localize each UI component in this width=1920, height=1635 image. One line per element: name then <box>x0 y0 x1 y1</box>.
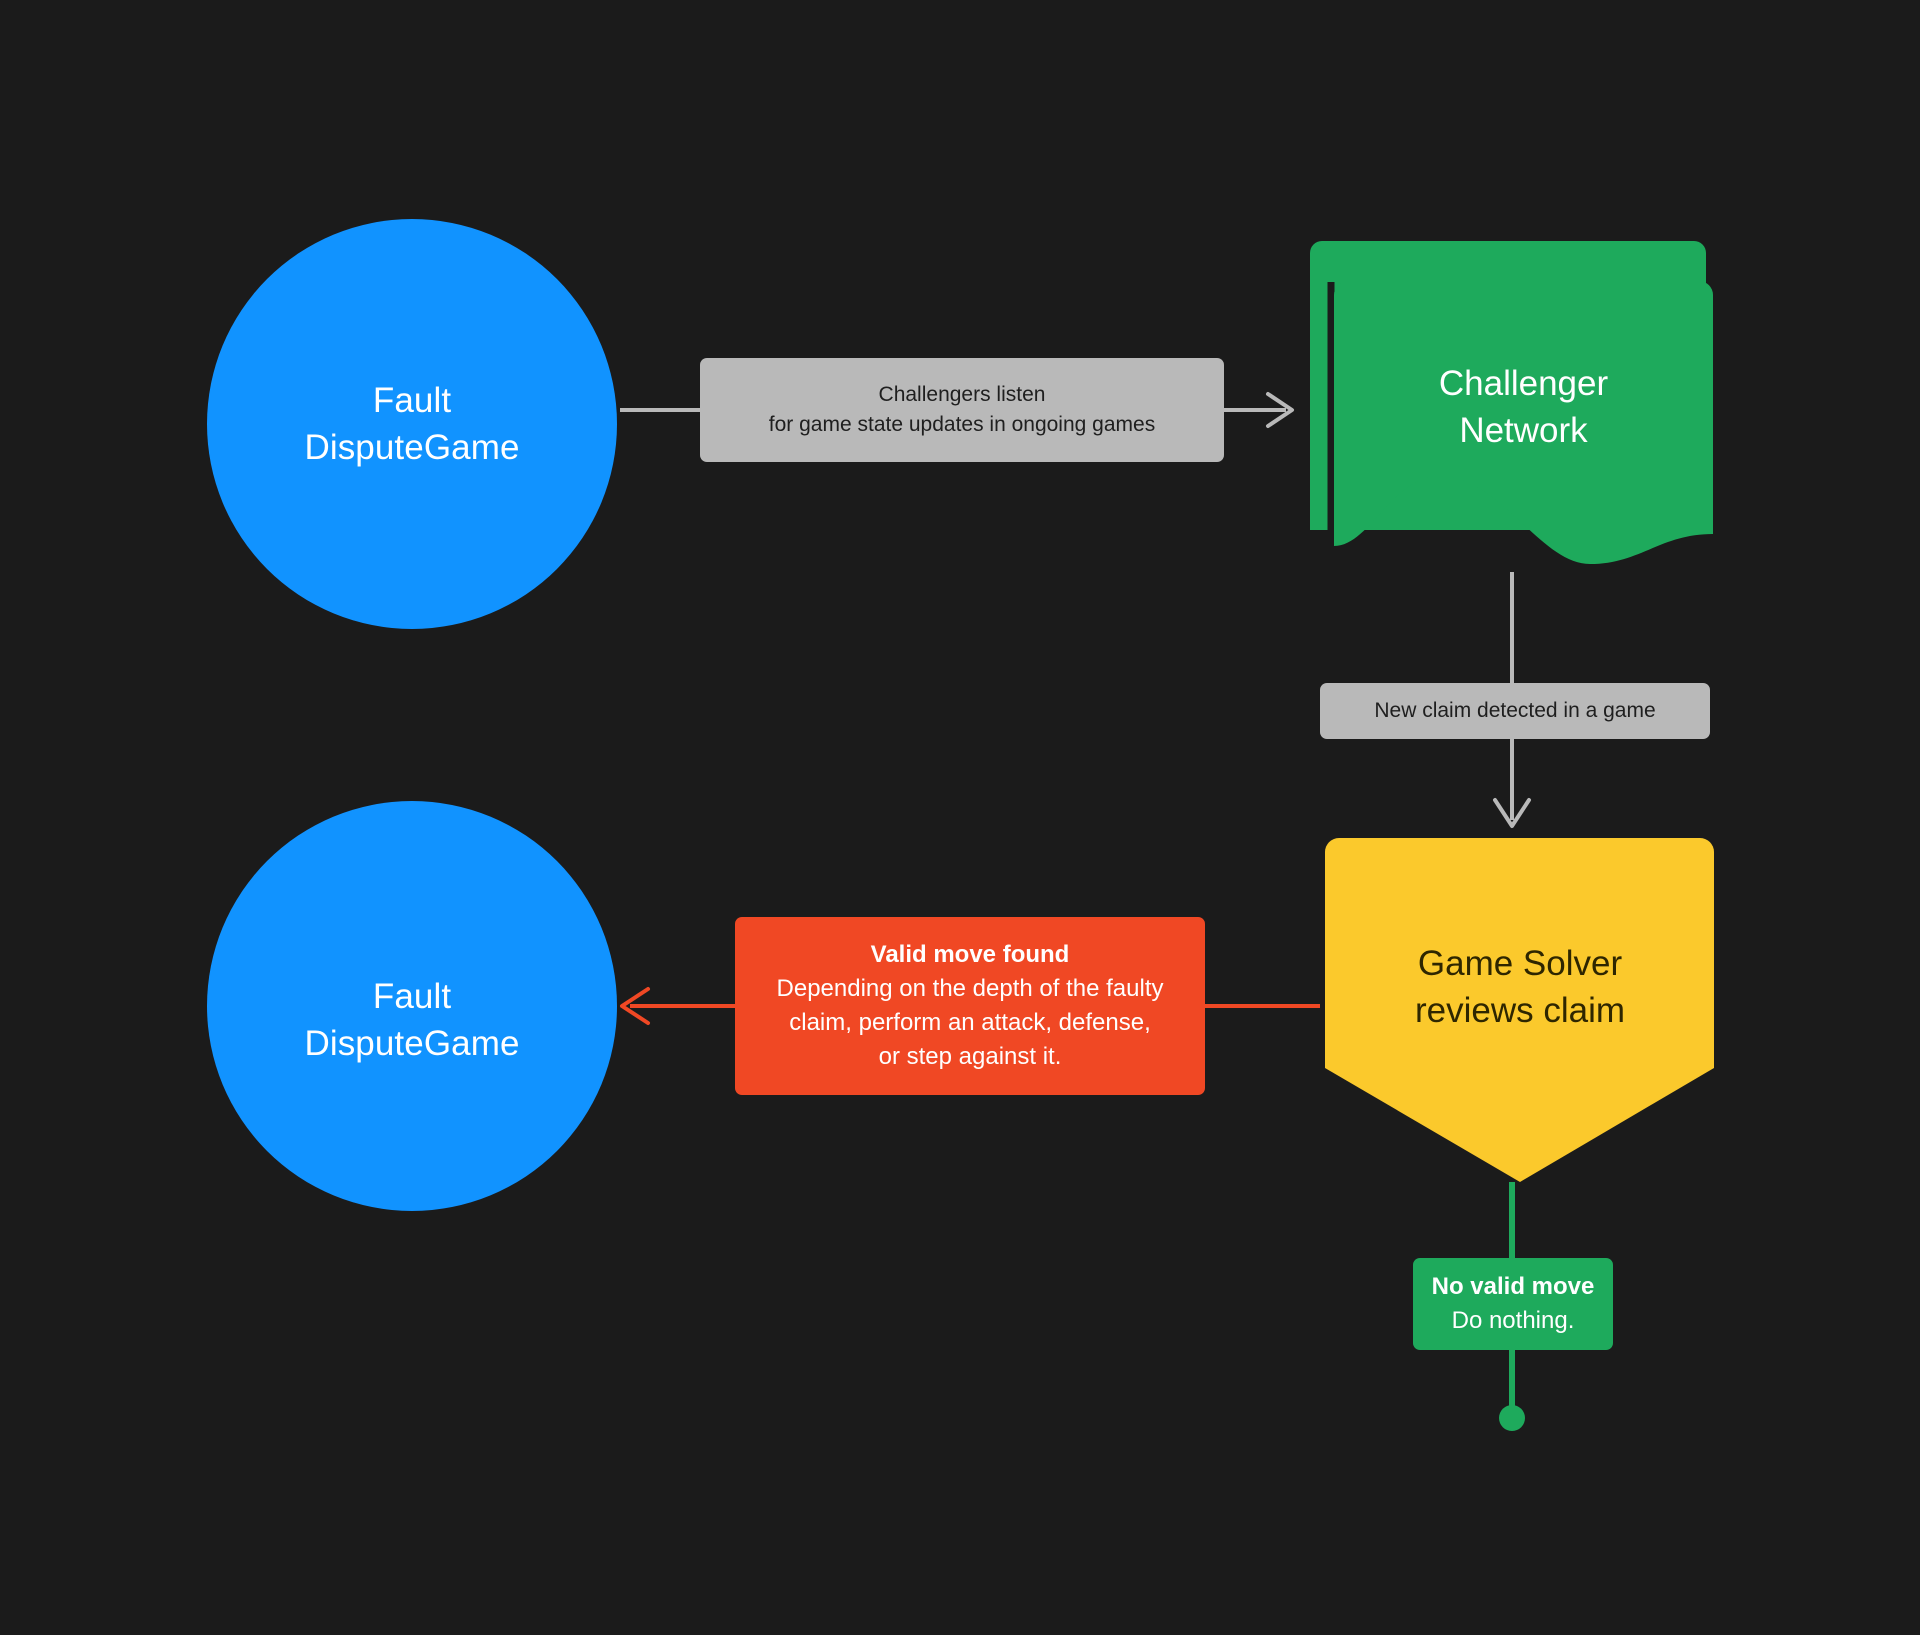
edge-label-line: claim, perform an attack, defense, <box>789 1009 1151 1036</box>
edge-label-new-claim-detected: New claim detected in a game <box>1320 683 1710 739</box>
node-challenger-network[interactable] <box>1334 281 1713 564</box>
edge-label-line: for game state updates in ongoing games <box>768 413 1156 436</box>
edge-new-claim-arrowhead <box>1493 798 1531 828</box>
node-game-solver[interactable] <box>1325 838 1714 1182</box>
edge-label-line: New claim detected in a game <box>1374 699 1656 723</box>
node-fault-disputegame-bottom[interactable] <box>207 801 617 1211</box>
edge-label-title: No valid move <box>1431 1272 1595 1300</box>
edge-label-challengers-listen: Challengers listen for game state update… <box>700 358 1224 462</box>
edge-no-valid-move-terminal-dot <box>1499 1405 1525 1431</box>
edge-label-valid-move-found: Valid move found Depending on the depth … <box>735 917 1205 1095</box>
edge-challengers-listen-arrowhead <box>1266 392 1294 428</box>
node-fault-disputegame-top[interactable] <box>207 219 617 629</box>
edge-label-line: Depending on the depth of the faulty <box>776 974 1164 1002</box>
edge-label-no-valid-move: No valid move Do nothing. <box>1413 1258 1613 1350</box>
edge-label-line: or step against it. <box>878 1043 1062 1071</box>
edge-label-line: Challengers listen <box>878 383 1046 407</box>
edge-label-line: Do nothing. <box>1451 1307 1575 1334</box>
edge-valid-move-arrowhead <box>620 987 650 1025</box>
edge-label-title: Valid move found <box>870 940 1070 968</box>
